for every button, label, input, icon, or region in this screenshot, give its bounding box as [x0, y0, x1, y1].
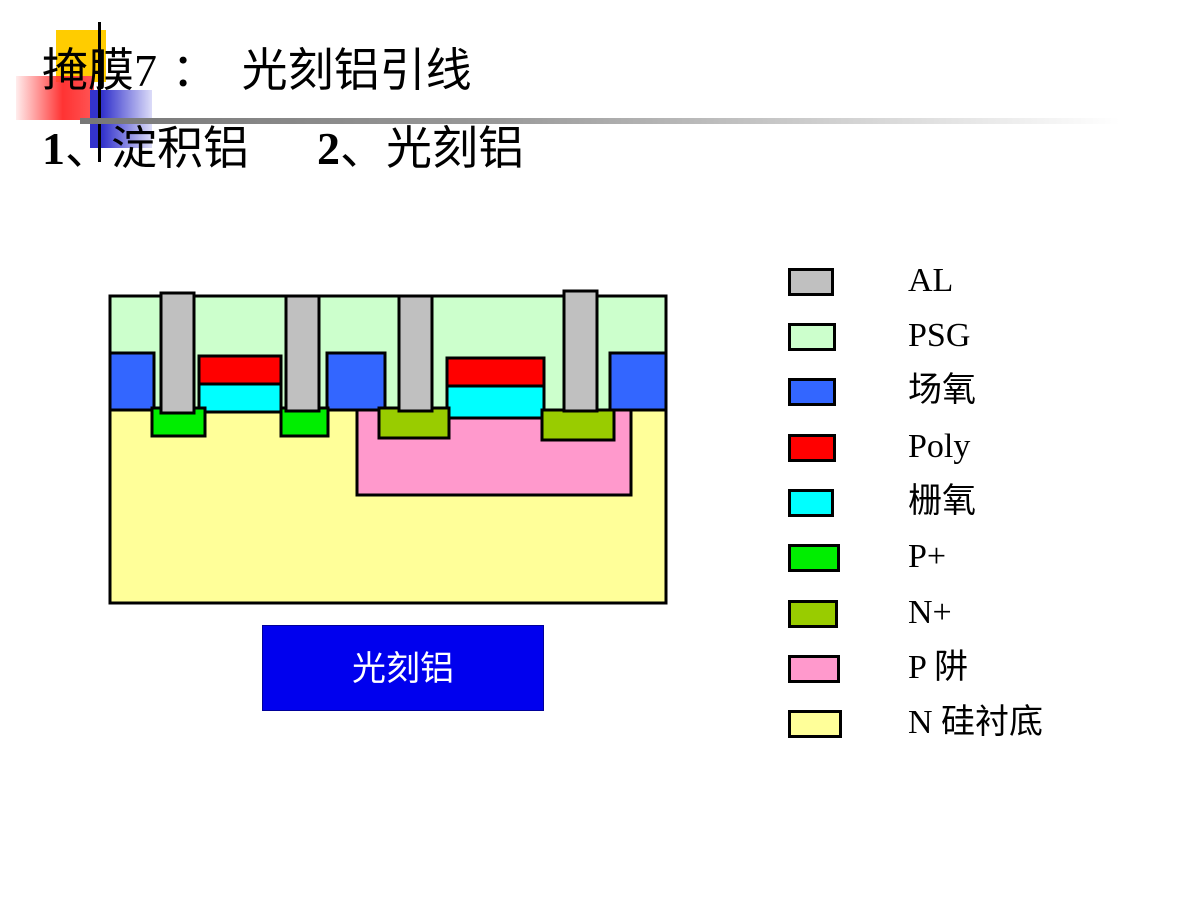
legend-item-poly: Poly [788, 428, 970, 465]
al-contact-2 [284, 294, 321, 413]
legend-swatch-psg [788, 323, 836, 351]
legend-item-psg: PSG [788, 317, 970, 354]
title-text: 光刻铝引线 [241, 43, 472, 97]
step2-text: 光刻铝 [386, 121, 524, 175]
step1-separator: 、 [65, 121, 111, 175]
legend-item-p-plus: P+ [788, 538, 946, 575]
al-contact-4 [562, 289, 599, 413]
legend-swatch-n-substrate [788, 710, 842, 738]
legend-swatch-poly [788, 434, 836, 462]
step1-number: 1 [42, 123, 65, 174]
deco-vertical-line [98, 22, 101, 162]
legend-label-gate-oxide: 栅氧 [908, 483, 976, 520]
title-prefix: 掩膜 [42, 43, 134, 97]
legend-swatch-p-plus [788, 544, 840, 572]
al-contact-3 [397, 294, 434, 413]
title-rule [80, 118, 1120, 124]
legend-swatch-n-plus [788, 600, 838, 628]
gate-oxide-right [445, 384, 546, 420]
legend-item-field-oxide: 场氧 [788, 372, 976, 409]
legend-label-psg: PSG [908, 317, 971, 354]
legend-label-field-oxide: 场氧 [908, 372, 976, 409]
legend-item-n-plus: N+ [788, 594, 952, 631]
legend-swatch-p-well [788, 655, 840, 683]
legend-item-p-well: P 阱 [788, 649, 968, 686]
field-oxide-left [108, 351, 156, 412]
field-oxide-middle [325, 351, 387, 412]
poly-gate-right [445, 356, 546, 388]
legend-label-p-well: P 阱 [908, 649, 969, 686]
legend-label-poly: Poly [908, 428, 971, 465]
field-oxide-right [608, 351, 668, 412]
poly-gate-left [197, 354, 283, 386]
legend-swatch-al [788, 268, 834, 296]
title-number: 7 [134, 45, 157, 96]
etch-aluminum-button[interactable]: 光刻铝 [262, 625, 544, 711]
page-title: 掩膜7 ： 光刻铝引线 [42, 40, 472, 101]
al-contact-1 [159, 291, 196, 415]
legend-label-al: AL [908, 262, 954, 299]
step1-text: 淀积铝 [111, 121, 249, 175]
n-plus-right [540, 408, 616, 442]
legend-item-n-substrate: N 硅衬底 [788, 704, 1043, 741]
deco-yellow-square [56, 30, 106, 82]
legend-item-al: AL [788, 262, 953, 299]
deco-red-square [16, 76, 94, 120]
gate-oxide-left [197, 382, 283, 414]
step2-number: 2 [317, 123, 340, 174]
legend-item-gate-oxide: 栅氧 [788, 483, 976, 520]
legend-label-p-plus: P+ [908, 538, 947, 575]
legend-label-n-substrate: N 硅衬底 [908, 704, 1044, 741]
step2-separator: 、 [340, 121, 386, 175]
title-separator: ： [157, 43, 218, 97]
legend-swatch-gate-oxide [788, 489, 834, 517]
legend-swatch-field-oxide [788, 378, 836, 406]
legend-label-n-plus: N+ [908, 594, 952, 631]
